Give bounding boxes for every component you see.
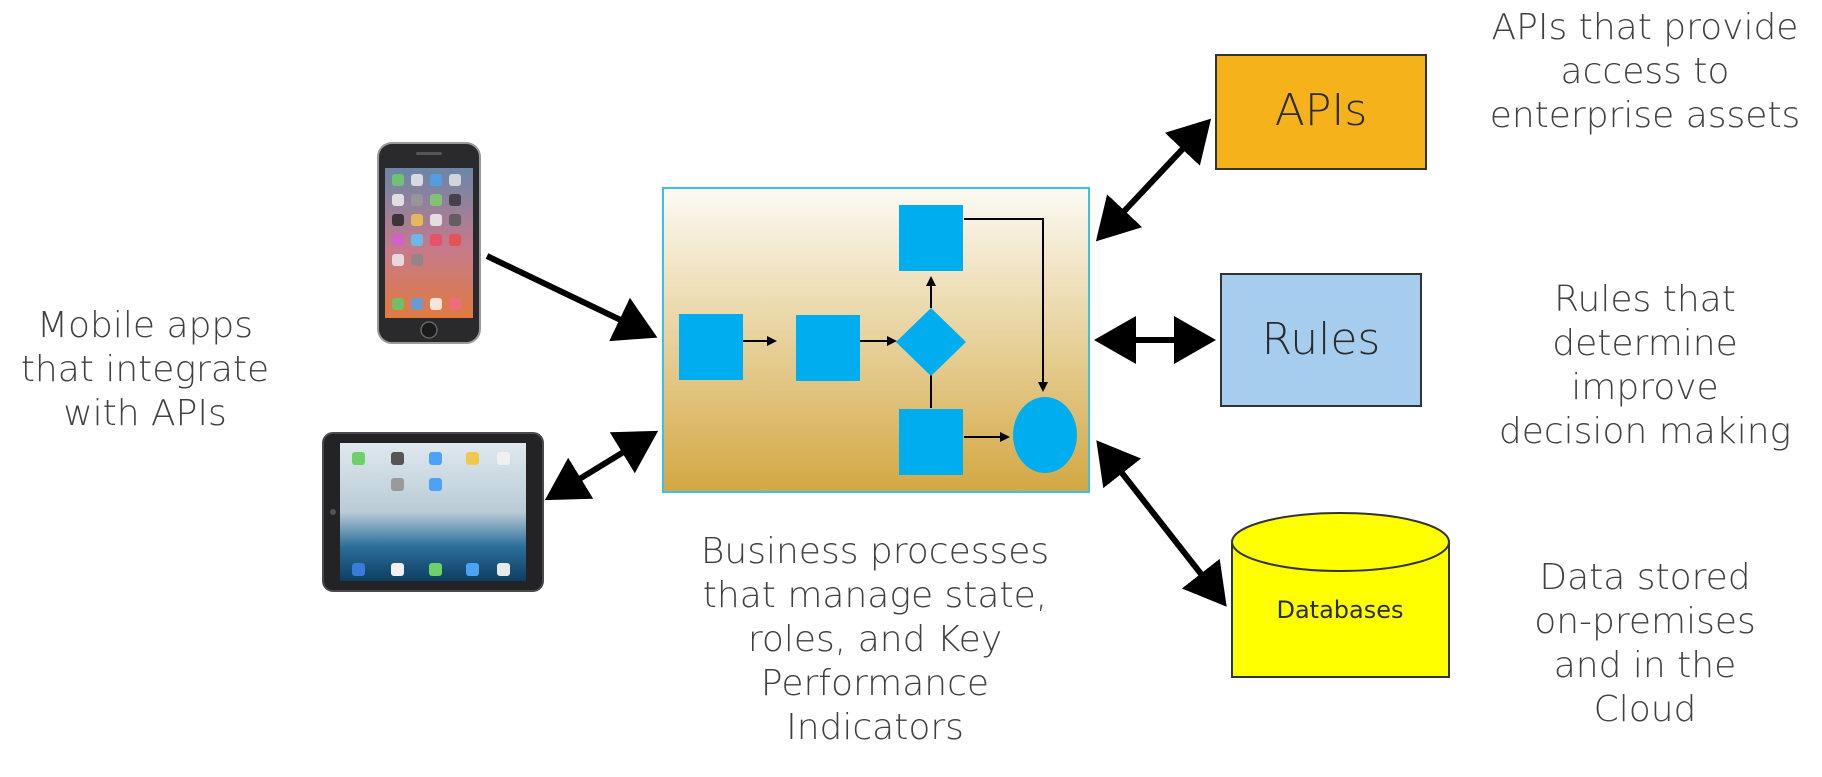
databases-cylinder: Databases <box>1231 512 1450 678</box>
mobile-apps-caption: Mobile apps that integrate with APIs <box>20 305 270 434</box>
arrow-process-apis <box>1095 118 1212 242</box>
rules-box-label: Rules <box>1262 314 1381 365</box>
arrow-tablet-process <box>544 430 659 501</box>
flow-step-4 <box>899 409 963 475</box>
apis-caption: APIs that provide access to enterprise a… <box>1489 7 1801 136</box>
rules-box: Rules <box>1220 273 1422 407</box>
flow-decision <box>896 308 966 376</box>
tablet-icon <box>322 432 544 592</box>
apis-box-label: APIs <box>1275 85 1368 136</box>
flow-step-1 <box>679 314 743 380</box>
rules-caption: Rules that determine improve decision ma… <box>1498 279 1792 452</box>
arrow-phone-to-process <box>485 253 658 342</box>
business-process-box <box>662 187 1090 493</box>
data-caption: Data stored on-premises and in the Cloud <box>1534 557 1756 730</box>
flow-step-2 <box>796 315 860 381</box>
flow-step-3 <box>899 205 963 271</box>
arrow-process-databases <box>1096 440 1227 607</box>
apis-box: APIs <box>1215 54 1427 170</box>
flow-end <box>1013 397 1077 473</box>
databases-label: Databases <box>1276 596 1403 624</box>
phone-icon <box>377 142 481 344</box>
business-process-caption: Business processes that manage state, ro… <box>700 531 1050 748</box>
